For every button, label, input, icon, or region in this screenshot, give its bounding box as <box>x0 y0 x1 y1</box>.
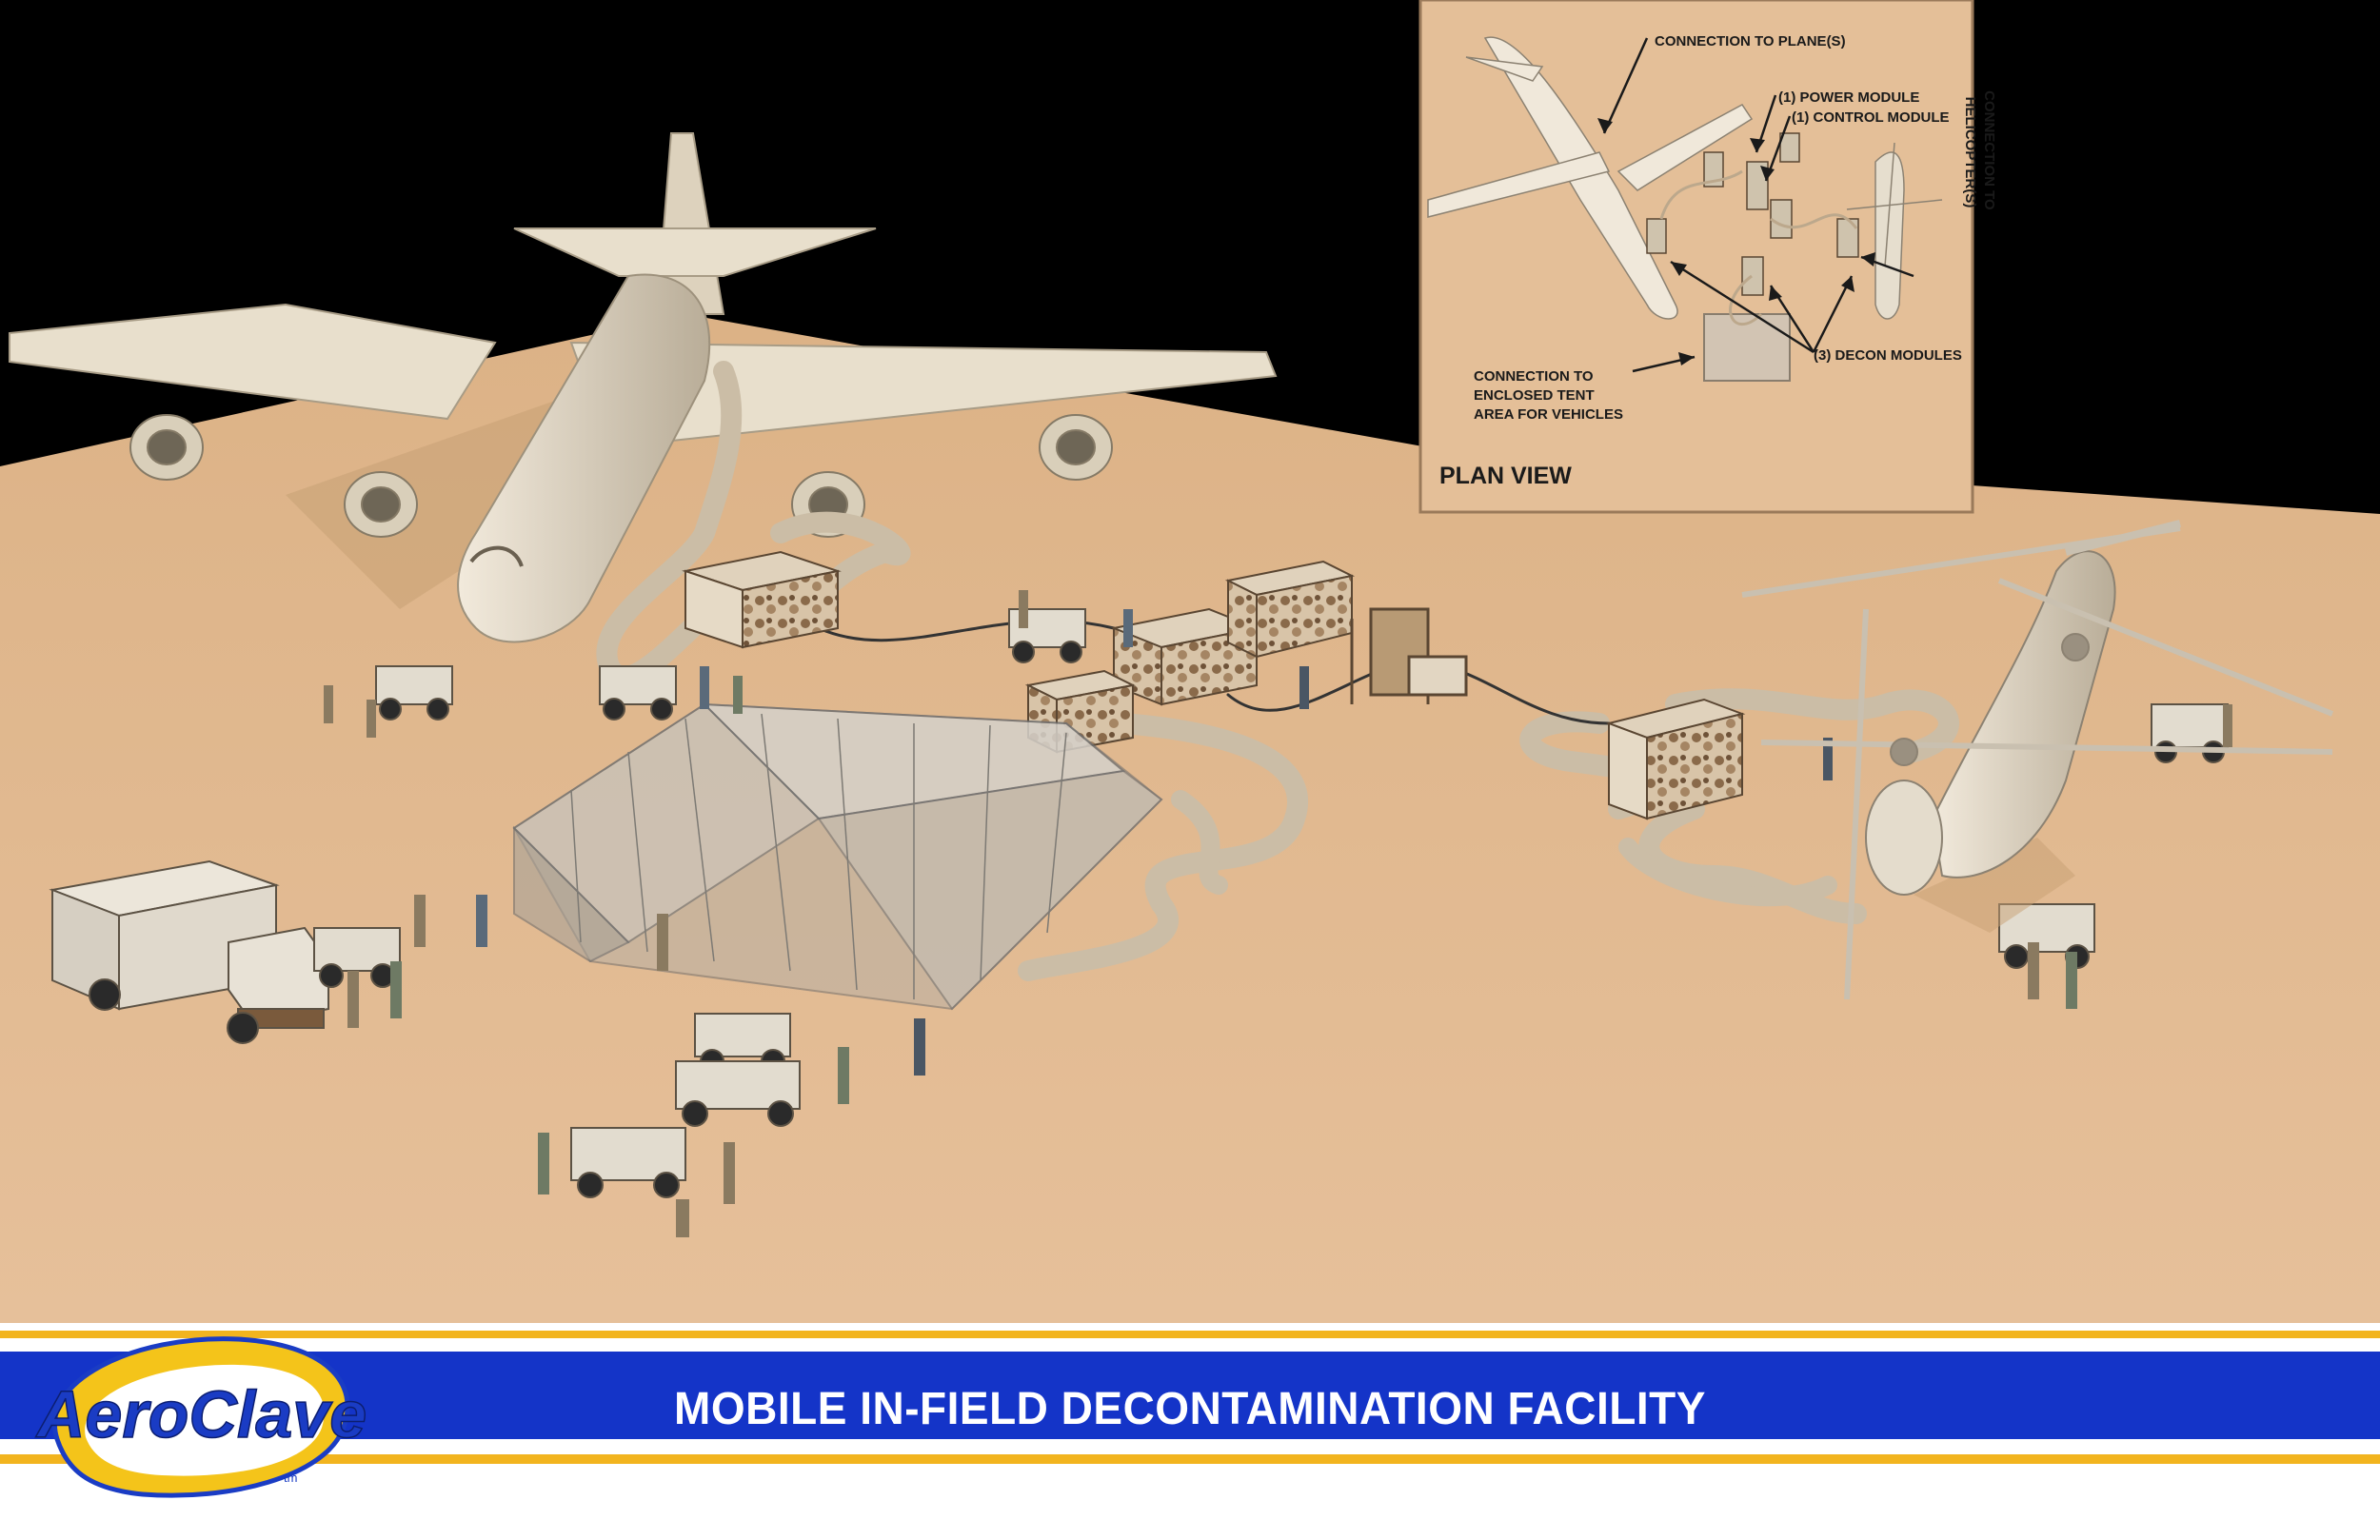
logo-trademark: tm <box>284 1471 297 1485</box>
footer-banner <box>0 1323 2380 1540</box>
label-power-module: (1) POWER MODULE <box>1778 89 1919 106</box>
label-connection-helicopter: CONNECTION TO HELICOPTER(S) <box>1962 90 1997 214</box>
logo-text: AeroClave <box>35 1377 367 1451</box>
banner-title: MOBILE IN-FIELD DECONTAMINATION FACILITY <box>674 1381 1706 1434</box>
label-connection-plane: CONNECTION TO PLANE(S) <box>1655 33 1846 49</box>
decon-module-icon <box>682 550 1746 820</box>
banner-bottom-gold-stripe <box>0 1454 2380 1464</box>
aeroclave-logo: AeroClave tm <box>34 1336 367 1498</box>
plan-view-inset: CONNECTION TO PLANE(S) (1) POWER MODULE … <box>1418 0 1997 514</box>
helicopter-icon <box>1741 520 2334 1000</box>
label-tent-connection: CONNECTION TO ENCLOSED TENT AREA FOR VEH… <box>1474 368 1623 423</box>
soldier-icon <box>324 590 2232 1237</box>
banner-blue-band <box>0 1352 2380 1439</box>
airplane-icon <box>9 132 1278 643</box>
label-control-module: (1) CONTROL MODULE <box>1792 109 1950 126</box>
tent-icon <box>512 702 1163 1011</box>
truck-icon <box>49 859 329 1044</box>
jeep-icon <box>313 608 2229 1198</box>
banner-top-gold-stripe <box>0 1331 2380 1338</box>
label-decon-modules: (3) DECON MODULES <box>1814 347 1962 364</box>
forklift-icon <box>1350 607 1468 704</box>
plan-view-title: PLAN VIEW <box>1439 463 1572 489</box>
